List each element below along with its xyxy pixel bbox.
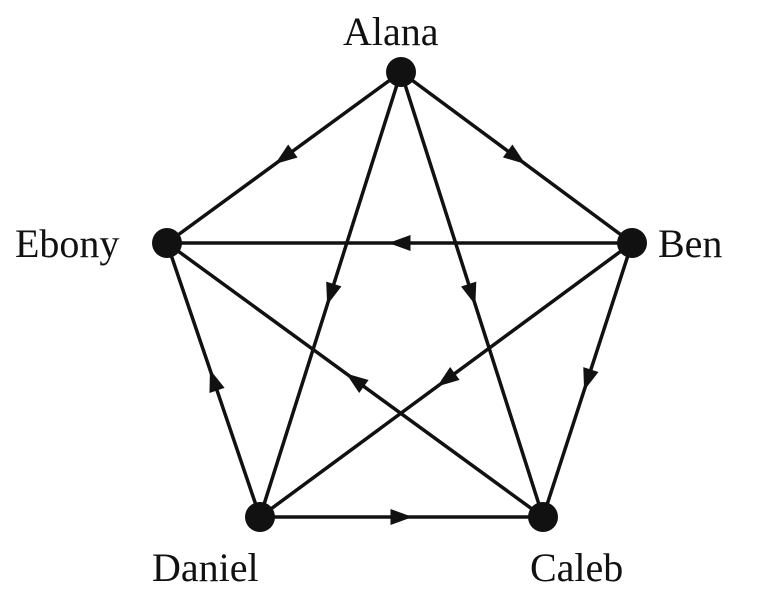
arrowhead-icon	[502, 144, 526, 165]
node-alana	[386, 57, 416, 87]
arrowhead-icon	[275, 144, 298, 164]
node-ben	[617, 228, 647, 258]
arrowhead-icon	[390, 509, 413, 525]
node-label-caleb: Caleb	[530, 545, 624, 590]
node-ebony	[152, 228, 182, 258]
arrowhead-icon	[326, 281, 342, 305]
node-caleb	[528, 502, 558, 532]
node-label-alana: Alana	[343, 9, 439, 54]
arrowhead-icon	[583, 367, 599, 391]
arrowhead-icon	[346, 373, 369, 393]
arrowhead-icon	[461, 281, 477, 305]
node-label-ben: Ben	[658, 221, 723, 266]
node-label-daniel: Daniel	[152, 545, 259, 590]
arrowhead-icon	[209, 369, 225, 393]
node-label-ebony: Ebony	[15, 221, 120, 266]
node-daniel	[245, 502, 275, 532]
arrowhead-icon	[388, 235, 411, 251]
arrowhead-icon	[437, 367, 460, 387]
